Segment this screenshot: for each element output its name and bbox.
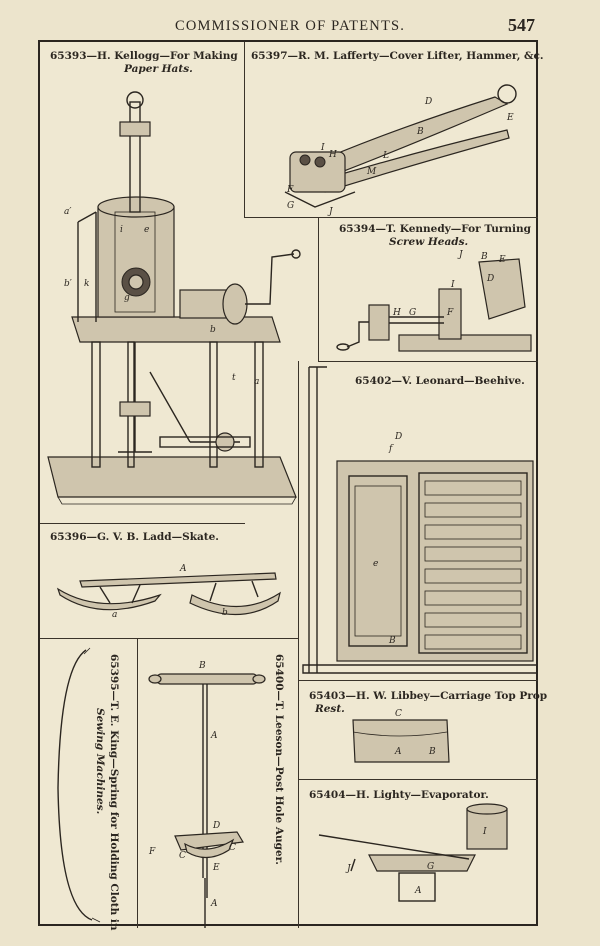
- kellogg-machine-drawing: a′ b′ k i e g b t a: [47, 91, 301, 505]
- svg-text:b: b: [222, 608, 228, 618]
- svg-text:a: a: [112, 610, 117, 620]
- running-title: COMMISSIONER OF PATENTS.: [175, 18, 406, 34]
- ladd-skate-drawing: A a b: [56, 564, 281, 620]
- svg-text:H: H: [328, 150, 337, 160]
- svg-text:A: A: [210, 731, 218, 741]
- svg-text:e: e: [144, 225, 149, 235]
- patent-65402-panel: 65402—V. Leonard—Beehive. D f e B: [298, 361, 538, 681]
- svg-text:i: i: [120, 225, 123, 235]
- svg-text:J: J: [345, 864, 352, 874]
- patent-65404-caption: 65404—H. Lighty—Evaporator.: [309, 789, 489, 801]
- svg-text:G: G: [427, 862, 434, 872]
- svg-text:B: B: [428, 747, 436, 757]
- svg-text:E: E: [498, 255, 506, 265]
- svg-text:H: H: [392, 308, 401, 318]
- svg-text:I: I: [320, 143, 325, 153]
- kennedy-machine-drawing: J B E I D H G F: [336, 250, 532, 352]
- svg-text:A: A: [414, 886, 422, 896]
- leonard-beehive-drawing: D f e B: [302, 366, 538, 674]
- patent-65404-panel: 65404—H. Lighty—Evaporator. I J G A: [298, 779, 538, 928]
- svg-text:F: F: [286, 185, 294, 195]
- svg-text:e: e: [373, 559, 378, 569]
- patent-65394-panel: 65394—T. Kennedy—For Turning Screw Heads…: [318, 217, 538, 362]
- patent-65400-panel: 65400—T. Leeson—Post Hole Auger. B A D F…: [137, 638, 299, 928]
- patent-65394-caption: 65394—T. Kennedy—For Turning: [339, 223, 531, 235]
- svg-text:t: t: [232, 373, 236, 383]
- page-number: 547: [508, 15, 535, 35]
- patent-65403-caption: 65403—H. W. Libbey—Carriage Top Prop: [309, 690, 548, 702]
- svg-text:G: G: [287, 201, 294, 211]
- svg-text:B: B: [416, 127, 424, 137]
- svg-text:E: E: [506, 113, 514, 123]
- svg-text:F: F: [148, 847, 156, 857]
- patent-65397-panel: 65397—R. M. Lafferty—Cover Lifter, Hamme…: [244, 42, 544, 218]
- patent-65393-caption: 65393—H. Kellogg—For Making: [50, 50, 238, 62]
- svg-text:D: D: [424, 97, 432, 107]
- svg-text:A: A: [179, 564, 187, 574]
- svg-text:C: C: [229, 843, 236, 853]
- patent-65397-caption: 65397—R. M. Lafferty—Cover Lifter, Hamme…: [251, 50, 544, 62]
- patent-65403-caption-2: Rest.: [315, 703, 345, 715]
- svg-text:G: G: [409, 308, 416, 318]
- svg-text:J: J: [457, 250, 464, 260]
- patent-65395-panel: 65395—T. E. King—Spring for Holding Clot…: [40, 638, 138, 930]
- svg-text:J: J: [327, 207, 334, 217]
- svg-text:F: F: [446, 308, 454, 318]
- svg-text:D: D: [394, 432, 402, 442]
- svg-text:C: C: [179, 851, 186, 861]
- svg-text:M: M: [366, 167, 377, 177]
- svg-text:B: B: [388, 636, 396, 646]
- svg-text:I: I: [482, 827, 487, 837]
- patent-65396-panel: 65396—G. V. B. Ladd—Skate. A a b: [40, 523, 299, 639]
- lighty-evaporator-drawing: I J G A: [318, 803, 508, 902]
- svg-text:k: k: [84, 279, 89, 289]
- page-header: COMMISSIONER OF PATENTS. 547: [0, 0, 600, 40]
- svg-text:E: E: [212, 863, 220, 873]
- svg-text:C: C: [395, 709, 402, 719]
- leeson-auger-drawing: B A D F C C E A: [148, 661, 266, 928]
- svg-text:A: A: [210, 899, 218, 909]
- patent-65396-caption: 65396—G. V. B. Ladd—Skate.: [50, 531, 219, 543]
- patent-65393-panel: 65393—H. Kellogg—For Making Paper Hats.: [40, 42, 301, 524]
- svg-text:D: D: [486, 274, 494, 284]
- patent-65402-caption: 65402—V. Leonard—Beehive.: [355, 375, 525, 387]
- patent-65403-panel: 65403—H. W. Libbey—Carriage Top Prop Res…: [298, 680, 547, 780]
- svg-text:B: B: [480, 252, 488, 262]
- svg-text:L: L: [382, 151, 389, 161]
- svg-text:A: A: [394, 747, 402, 757]
- plate-frame: 65393—H. Kellogg—For Making Paper Hats.: [38, 40, 547, 930]
- lafferty-tool-drawing: D E B I H L M F G J: [284, 84, 517, 217]
- svg-text:a: a: [254, 377, 259, 387]
- svg-text:I: I: [450, 280, 455, 290]
- patent-65393-caption-2: Paper Hats.: [124, 63, 193, 75]
- libbey-prop-rest-drawing: C A B: [352, 709, 450, 763]
- svg-text:D: D: [212, 821, 220, 831]
- patent-65394-caption-2: Screw Heads.: [389, 236, 469, 248]
- svg-text:f: f: [388, 444, 394, 454]
- svg-text:a′: a′: [64, 207, 71, 217]
- king-spring-drawing: [57, 647, 101, 923]
- svg-text:b: b: [210, 325, 216, 335]
- svg-text:b′: b′: [64, 279, 72, 289]
- svg-text:g: g: [124, 293, 130, 303]
- svg-text:B: B: [198, 661, 206, 671]
